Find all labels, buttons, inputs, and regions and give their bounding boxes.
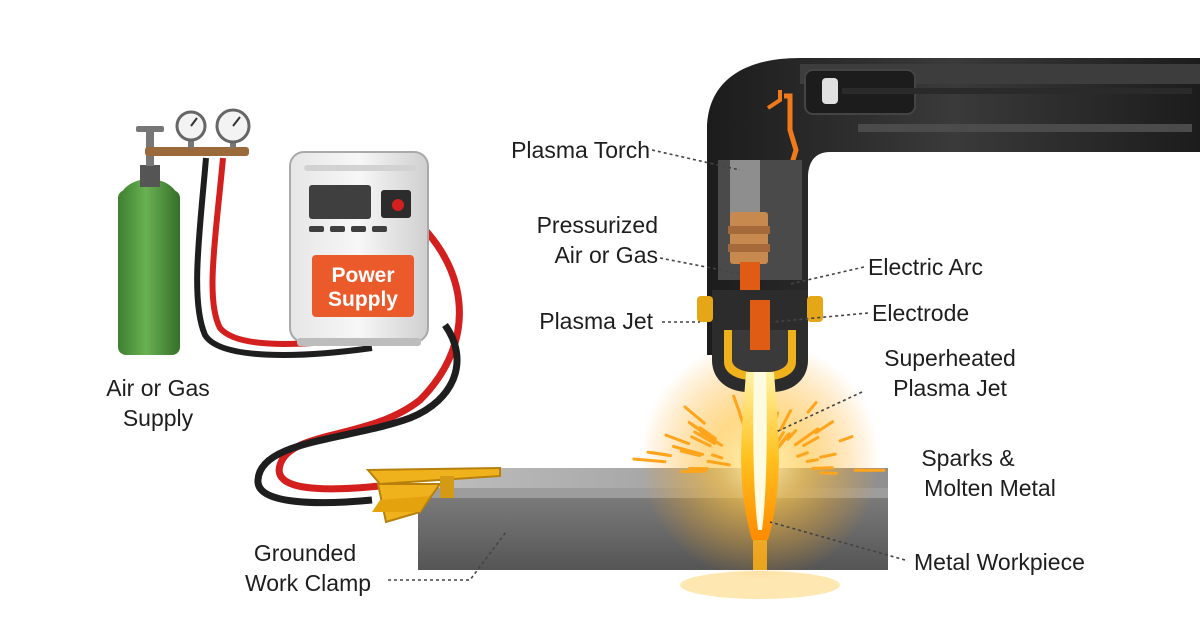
label-superheated-line2: Plasma Jet xyxy=(893,375,1007,401)
spark xyxy=(683,405,706,425)
label-plasma-torch: Plasma Torch xyxy=(511,137,650,163)
torch-handle xyxy=(707,58,1200,355)
torch-cable-red xyxy=(275,204,463,493)
work-clamp xyxy=(365,466,501,524)
spark xyxy=(811,466,834,470)
label-electric-arc: Electric Arc xyxy=(868,254,983,280)
valve-handle xyxy=(136,126,164,132)
pressure-gauge-right xyxy=(215,108,251,148)
label-clamp-line1: Grounded xyxy=(254,540,356,566)
label-gas-supply-line1: Air or Gas xyxy=(106,375,210,401)
spark xyxy=(706,459,731,467)
gas-hose-black xyxy=(194,157,373,358)
power-supply-label-line1: Power xyxy=(331,264,394,287)
leader-pressurized-air xyxy=(659,257,743,275)
spark xyxy=(732,394,742,416)
spark xyxy=(838,435,854,443)
label-sparks-line1: Sparks & xyxy=(921,445,1014,471)
label-metal-workpiece: Metal Workpiece xyxy=(914,549,1085,575)
spark xyxy=(693,430,716,445)
spark xyxy=(819,452,837,459)
power-supply-label-line2: Supply xyxy=(328,288,398,311)
pressure-gauge-left xyxy=(175,110,207,148)
plasma-torch xyxy=(697,58,1200,392)
ground-cable-black xyxy=(254,322,461,507)
power-supply-unit: Power Supply xyxy=(289,151,429,346)
spark xyxy=(690,435,712,448)
label-plasma-jet: Plasma Jet xyxy=(539,308,653,334)
nozzle-tab-right xyxy=(807,296,823,322)
label-pressurized-line2: Air or Gas xyxy=(554,242,658,268)
leader-work-clamp xyxy=(388,531,507,581)
gas-channel xyxy=(730,160,760,220)
leader-electrode xyxy=(771,312,869,323)
spark xyxy=(819,471,838,475)
spark xyxy=(796,451,809,458)
label-superheated-line1: Superheated xyxy=(884,345,1016,371)
spark xyxy=(778,433,790,446)
spark xyxy=(711,453,724,460)
label-pressurized-line1: Pressurized xyxy=(537,212,658,238)
spark xyxy=(786,429,798,441)
spark xyxy=(632,457,667,464)
leader-lines xyxy=(388,149,906,581)
spark xyxy=(814,420,834,435)
power-supply-panel xyxy=(312,255,414,317)
control-buttons xyxy=(309,226,387,232)
plasma-jet-flame xyxy=(741,372,779,540)
regulator-bar xyxy=(145,147,249,156)
spark xyxy=(650,451,669,457)
nozzle-tab-left xyxy=(697,296,713,322)
spark xyxy=(664,433,691,446)
label-sparks-line2: Molten Metal xyxy=(924,475,1056,501)
display-screen xyxy=(309,185,371,219)
spark xyxy=(805,458,819,463)
spark xyxy=(806,401,818,414)
spark xyxy=(687,421,701,431)
spark xyxy=(680,469,707,474)
spark xyxy=(793,427,820,447)
leader-electric-arc xyxy=(789,266,865,285)
spark xyxy=(671,444,705,456)
spark xyxy=(779,409,792,431)
labels: Plasma Torch Pressurized Air or Gas Plas… xyxy=(106,137,1085,596)
label-gas-supply-line2: Supply xyxy=(123,405,194,431)
label-electrode: Electrode xyxy=(872,300,969,326)
spark xyxy=(802,436,820,447)
spark xyxy=(699,430,723,447)
spark xyxy=(679,449,702,457)
leader-superheated-jet xyxy=(775,391,863,433)
label-clamp-line2: Work Clamp xyxy=(245,570,371,596)
swirl-ring xyxy=(730,212,768,264)
leader-workpiece xyxy=(769,521,906,561)
spark xyxy=(698,426,717,441)
gas-cylinder xyxy=(118,108,251,355)
